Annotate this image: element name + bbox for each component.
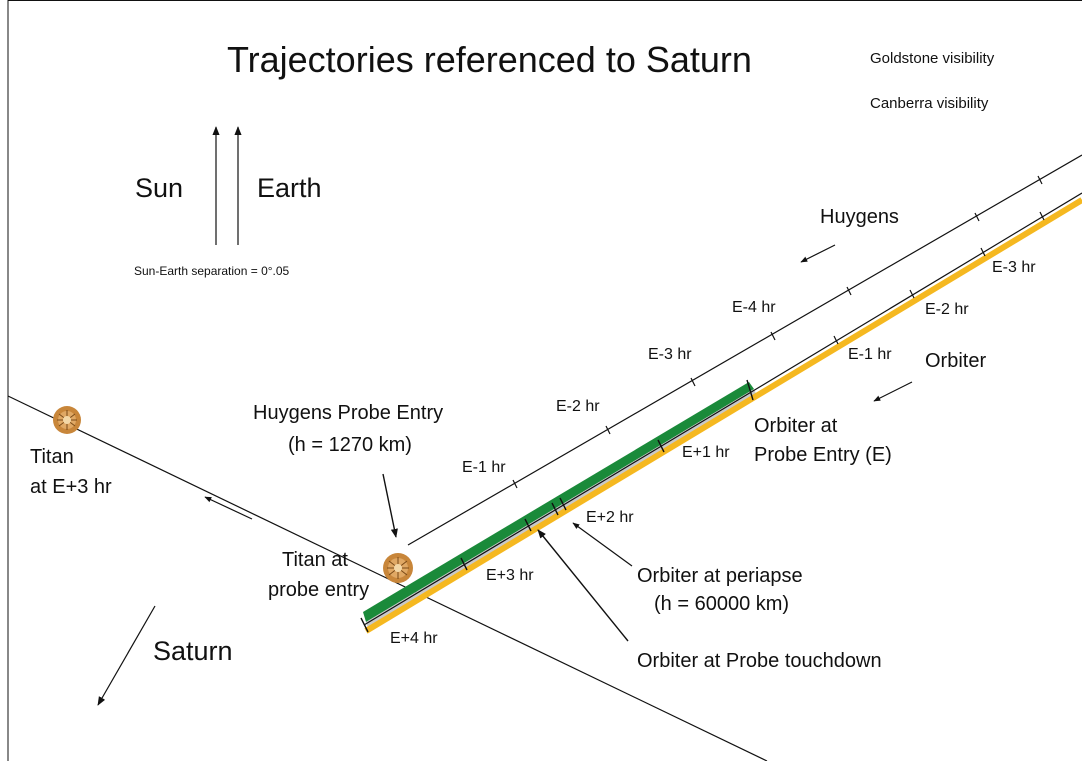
orbiter-tick	[746, 379, 754, 401]
orbiter-touchdown-label: Orbiter at Probe touchdown	[637, 650, 882, 672]
sun-label: Sun	[135, 173, 183, 203]
legend-goldstone: Goldstone visibility	[870, 50, 995, 67]
orbiter-tick	[460, 557, 468, 571]
probe-entry-pointer-arrow-icon	[382, 473, 398, 538]
orbiter-at-entry-label: Orbiter at	[754, 415, 838, 437]
huygens-time-e-2: E-2 hr	[556, 398, 600, 415]
orbiter-tick	[524, 518, 532, 532]
huygens-tick	[512, 479, 518, 489]
orbiter-hour-ticks	[360, 211, 1045, 633]
sun-earth-separation: Sun-Earth separation = 0°.05	[134, 264, 290, 278]
titan-icon	[53, 406, 81, 434]
orbiter-tick	[980, 247, 986, 257]
orbiter-tick	[833, 335, 839, 345]
huygens-time-e-3: E-3 hr	[648, 346, 692, 363]
huygens-hour-ticks	[512, 175, 1043, 489]
huygens-label: Huygens	[820, 206, 899, 228]
huygens-tick	[770, 331, 776, 341]
huygens-tick	[846, 286, 852, 296]
orbiter-motion-arrow-icon	[873, 381, 913, 402]
orbiter-trajectory	[363, 192, 1082, 626]
huygens-trajectory	[407, 154, 1082, 546]
orbiter-tick	[360, 617, 369, 633]
orbiter-tick	[909, 289, 915, 299]
orbiter-time-e-1: E-1 hr	[848, 346, 892, 363]
orbiter-time-e+4: E+4 hr	[390, 630, 438, 647]
orbiter-periapse-height: (h = 60000 km)	[654, 593, 789, 615]
orbiter-label: Orbiter	[925, 350, 986, 372]
diagram-title: Trajectories referenced to Saturn	[227, 39, 752, 80]
orbiter-tick	[657, 439, 665, 453]
orbiter-periapse-label: Orbiter at periapse	[637, 565, 803, 587]
orbiter-time-e-2: E-2 hr	[925, 301, 969, 318]
huygens-motion-arrow-icon	[800, 244, 836, 263]
titan-icon	[383, 553, 413, 583]
huygens-tick	[690, 377, 696, 387]
probe-entry-label: Huygens Probe Entry	[253, 402, 443, 424]
titan-later-label: Titan	[30, 446, 74, 468]
earth-label: Earth	[257, 173, 322, 203]
saturn-direction-arrow-icon	[97, 605, 156, 706]
huygens-time-e-1: E-1 hr	[462, 459, 506, 476]
orbiter-tick	[551, 502, 559, 516]
huygens-tick	[605, 425, 611, 435]
titan-entry-label-2: probe entry	[268, 579, 369, 601]
titan-later-label-2: at E+3 hr	[30, 476, 112, 498]
orbiter-time-e+3: E+3 hr	[486, 567, 534, 584]
touchdown-pointer-arrow-icon	[537, 529, 629, 642]
huygens-tick	[974, 212, 980, 222]
orbiter-tick	[559, 497, 567, 511]
titan-motion-arrow-icon	[204, 496, 253, 520]
saturn-label: Saturn	[153, 636, 233, 666]
legend-canberra: Canberra visibility	[870, 95, 989, 112]
titan-entry-label: Titan at	[282, 549, 348, 571]
orbiter-time-e+1: E+1 hr	[682, 444, 730, 461]
orbiter-time-e-3: E-3 hr	[992, 259, 1036, 276]
orbiter-tick	[1039, 211, 1045, 221]
probe-entry-height: (h = 1270 km)	[288, 434, 412, 456]
goldstone-visibility-band	[363, 382, 754, 622]
canberra-visibility-band	[364, 197, 1082, 634]
orbiter-at-entry-label-2: Probe Entry (E)	[754, 444, 892, 466]
periapse-pointer-arrow-icon	[572, 522, 633, 567]
orbiter-time-e+2: E+2 hr	[586, 509, 634, 526]
huygens-time-e-4: E-4 hr	[732, 299, 776, 316]
huygens-tick	[1037, 175, 1043, 185]
